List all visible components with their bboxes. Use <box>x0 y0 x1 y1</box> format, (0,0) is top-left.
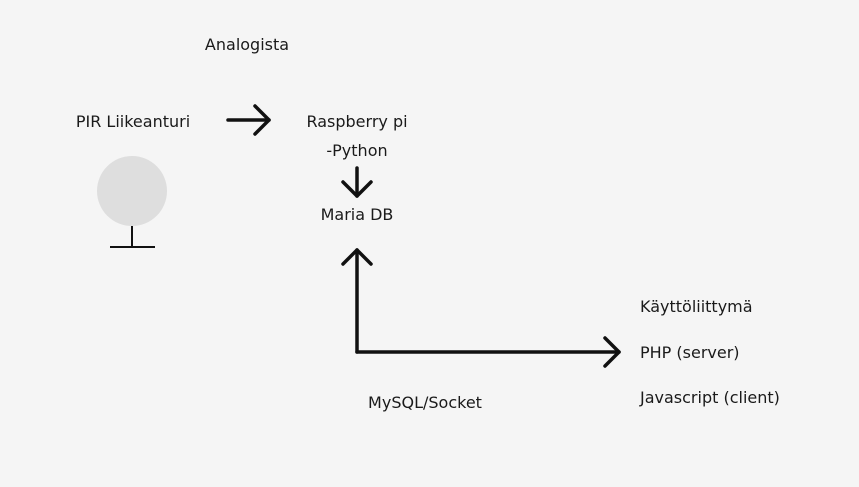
sensor-dome <box>97 156 167 226</box>
database-label: Maria DB <box>320 205 394 224</box>
sensor-label: PIR Liikeanturi <box>75 112 191 131</box>
arrow-sensor-to-pi <box>226 104 271 136</box>
php-label: PHP (server) <box>640 343 740 362</box>
arrow-pi-to-db <box>341 166 373 198</box>
pir-sensor-icon <box>97 156 167 248</box>
python-label: -Python <box>326 141 388 160</box>
ui-title-label: Käyttöliittymä <box>640 297 753 316</box>
raspberry-label: Raspberry pi <box>306 112 408 131</box>
analog-label: Analogista <box>204 35 290 54</box>
arrow-db-ui <box>341 248 621 368</box>
connection-label: MySQL/Socket <box>368 393 482 412</box>
javascript-label: Javascript (client) <box>640 388 780 407</box>
